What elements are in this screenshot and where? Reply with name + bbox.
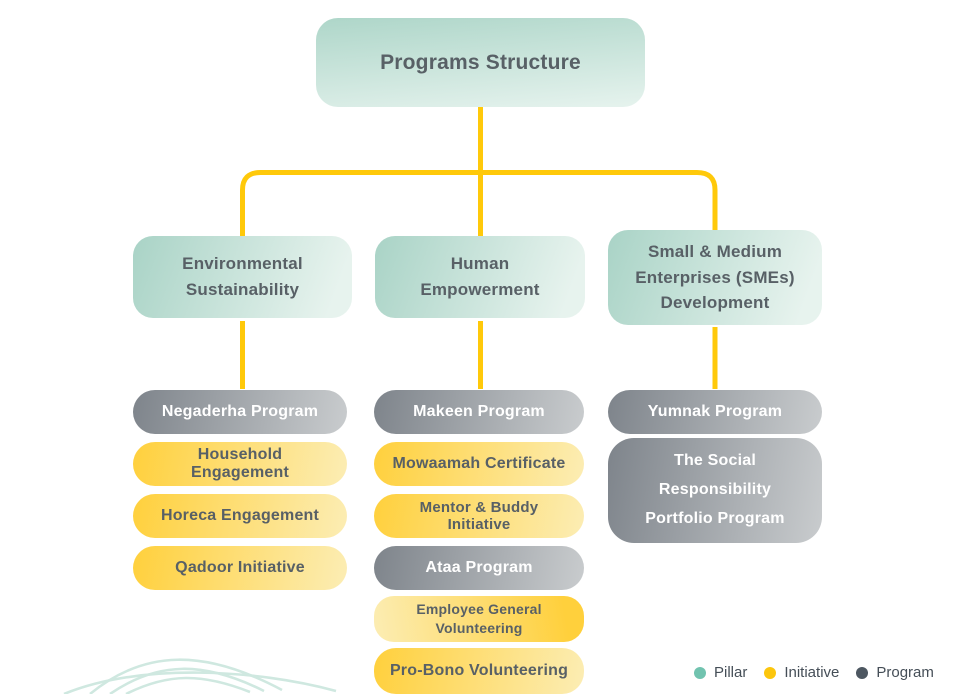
legend-label-program: Program [876, 664, 934, 681]
initiative-color-dot [764, 666, 777, 679]
legend-item-pillar: Pillar [694, 664, 747, 681]
connector-bracket [240, 170, 718, 237]
wave-line [109, 667, 265, 694]
node-social-responsibility-portfolio-program: The Social Responsibility Portfolio Prog… [608, 438, 822, 543]
legend-item-initiative: Initiative [764, 664, 839, 681]
legend: Pillar Initiative Program [694, 664, 934, 681]
node-pro-bono-volunteering: Pro-Bono Volunteering [374, 648, 584, 694]
node-employee-general-volunteering: Employee General Volunteering [374, 596, 584, 642]
node-ataa-program: Ataa Program [374, 546, 584, 590]
node-horeca-engagement: Horeca Engagement [133, 494, 347, 538]
node-mentor-buddy-initiative: Mentor & Buddy Initiative [374, 494, 584, 538]
node-mowaamah-certificate: Mowaamah Certificate [374, 442, 584, 486]
node-household-engagement: Household Engagement [133, 442, 347, 486]
root-node-programs-structure: Programs Structure [316, 18, 645, 107]
pillar-human-empowerment: Human Empowerment [375, 236, 585, 318]
program-color-dot [856, 666, 869, 679]
legend-label-initiative: Initiative [784, 664, 840, 681]
wave-line [125, 676, 251, 694]
pillar-environmental-sustainability: Environmental Sustainability [133, 236, 352, 318]
legend-label-pillar: Pillar [714, 664, 748, 681]
node-makeen-program: Makeen Program [374, 390, 584, 434]
legend-item-program: Program [856, 664, 934, 681]
wave-line [89, 658, 283, 694]
pillar-smes-development: Small & Medium Enterprises (SMEs) Develo… [608, 230, 822, 325]
node-negaderha-program: Negaderha Program [133, 390, 347, 434]
node-yumnak-program: Yumnak Program [608, 390, 822, 434]
pillar-color-dot [694, 666, 706, 679]
node-qadoor-initiative: Qadoor Initiative [133, 546, 347, 590]
wave-line [63, 671, 337, 694]
wave-decoration [63, 658, 337, 694]
